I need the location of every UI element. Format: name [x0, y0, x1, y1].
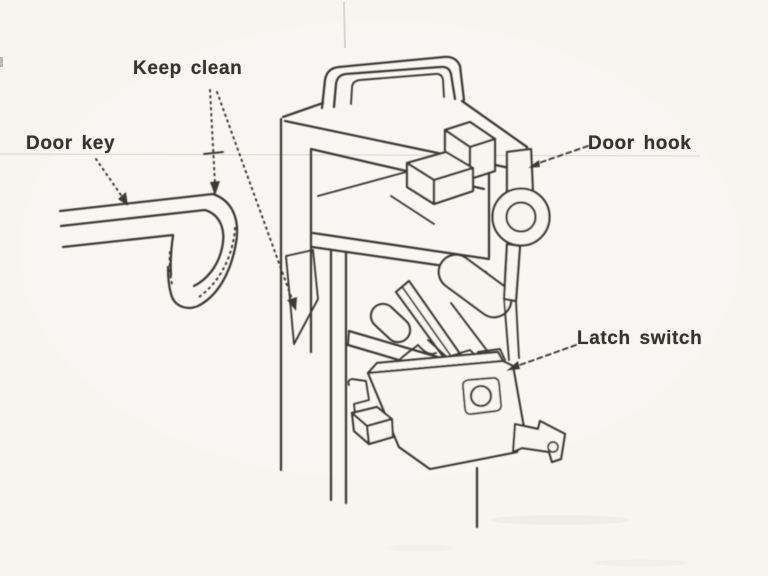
label-keep-clean: Keep clean — [133, 58, 243, 79]
paper-sheen — [20, 20, 740, 480]
door-key-leader-arrow — [95, 158, 128, 206]
door-hook-drawing — [491, 147, 551, 361]
scan-line-artifact — [343, 1, 346, 49]
scan-line-artifact — [0, 153, 701, 157]
hook-pivot-hole — [505, 201, 537, 233]
switch-mounting-hole — [469, 384, 493, 408]
latch-switch-leader-line — [506, 344, 577, 371]
hook-bar-upper — [505, 147, 535, 196]
door-key-drawing — [58, 192, 239, 310]
hook-pivot-ring — [491, 187, 551, 247]
label-latch-switch: Latch switch — [577, 328, 703, 349]
scan-smudge — [592, 559, 688, 567]
key-hook-outer — [166, 192, 239, 310]
stepped-block — [390, 120, 497, 225]
latch-switch-drawing — [347, 339, 567, 529]
scan-smudge — [490, 515, 630, 525]
small-roller — [369, 302, 412, 344]
key-hook-texture — [168, 251, 173, 285]
key-hook-texture — [198, 227, 236, 298]
scan-smudge — [388, 544, 452, 552]
label-door-key: Door key — [26, 133, 116, 154]
scan-mark-artifact — [0, 57, 3, 67]
key-hook-inner — [192, 208, 225, 288]
keep-clean-slot — [285, 249, 319, 345]
keep-clean-leader-arrows — [203, 89, 297, 311]
label-door-hook: Door hook — [588, 133, 692, 154]
door-hook-leader-line — [528, 145, 589, 168]
hook-bar-lower — [502, 242, 522, 303]
handle-loop — [320, 55, 466, 110]
